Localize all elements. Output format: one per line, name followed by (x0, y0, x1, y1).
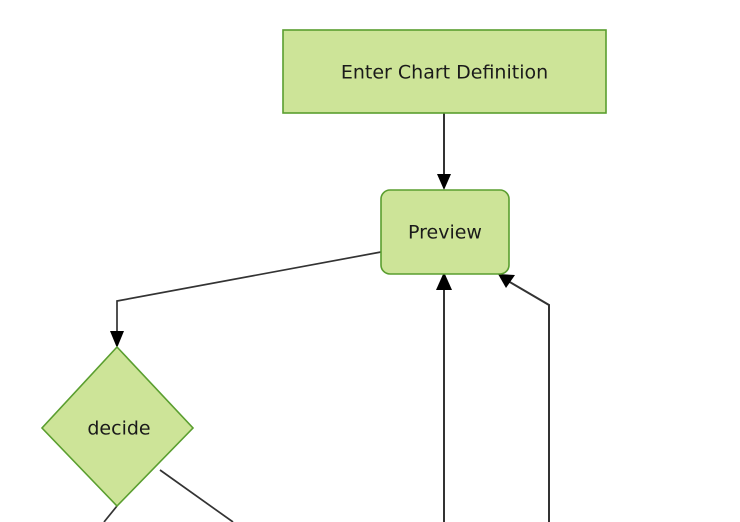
node-label-decide: decide (87, 418, 150, 440)
edge-preview-to-decide (110, 251, 382, 348)
edge-bottom-right-to-preview (498, 274, 550, 522)
node-decide[interactable]: decide (40, 345, 195, 508)
edge-line (159, 469, 234, 522)
edge-line (103, 505, 118, 522)
arrowhead-icon (498, 274, 515, 288)
node-label-preview: Preview (408, 222, 482, 244)
node-enter-chart-definition[interactable]: Enter Chart Definition (282, 29, 607, 114)
node-shape-rectangle[interactable] (282, 29, 607, 114)
node-shape-rounded-rectangle[interactable] (380, 189, 510, 275)
edge-line (507, 280, 550, 522)
edge-enter-to-preview (437, 113, 451, 190)
edge-line (116, 251, 382, 338)
edge-decide-bottom-left (103, 505, 118, 522)
edge-bottom-center-to-preview (436, 272, 452, 522)
node-preview[interactable]: Preview (380, 189, 510, 275)
edge-decide-bottom-right (159, 469, 234, 522)
arrowhead-icon (437, 174, 451, 190)
arrowhead-icon (436, 272, 452, 290)
arrowhead-icon (110, 331, 124, 348)
node-label-enter-chart-definition: Enter Chart Definition (341, 62, 548, 84)
node-shape-diamond[interactable] (40, 345, 195, 508)
